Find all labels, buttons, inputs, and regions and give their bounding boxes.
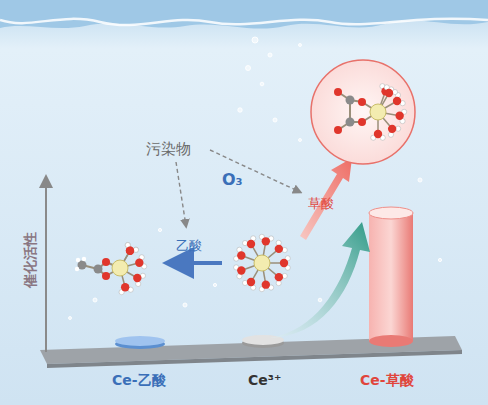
bubble — [299, 44, 302, 47]
oxygen-atom — [395, 112, 403, 120]
bubble — [213, 283, 216, 286]
bubble — [273, 118, 277, 122]
oxygen-atom — [126, 246, 134, 254]
hydrogen-atom — [136, 281, 141, 286]
oxygen-atom — [262, 280, 270, 288]
bubble — [252, 37, 258, 43]
bubble — [158, 228, 161, 231]
atom — [346, 96, 355, 105]
cerium-atom — [254, 255, 270, 271]
atom — [102, 258, 110, 266]
oxygen-atom — [275, 245, 283, 253]
atom — [102, 272, 110, 280]
atom — [358, 118, 366, 126]
atom — [82, 257, 86, 261]
bubble — [238, 108, 242, 112]
atom — [334, 126, 342, 134]
atom — [358, 98, 366, 106]
bubble — [268, 53, 272, 57]
ozone-label: O₃ — [222, 170, 243, 189]
oxygen-atom — [237, 266, 245, 274]
cerium-atom — [112, 260, 128, 276]
bubble — [93, 298, 97, 302]
oxygen-atom — [133, 274, 141, 282]
oxygen-atom — [135, 259, 143, 267]
oxygen-atom — [385, 89, 393, 97]
hydrogen-atom — [133, 247, 138, 252]
oxygen-atom — [121, 283, 129, 291]
bubble — [69, 317, 72, 320]
oxygen-atom — [247, 278, 255, 286]
hydrogen-atom — [133, 247, 138, 252]
cerium-atom — [370, 104, 386, 120]
bubble — [318, 298, 322, 302]
oxygen-atom — [374, 130, 382, 138]
category-label: Ce-乙酸 — [112, 372, 166, 389]
acetic-acid-label: 乙酸 — [176, 238, 202, 254]
bubble — [438, 258, 441, 261]
oxygen-atom — [388, 125, 396, 133]
molecules — [75, 84, 407, 295]
oxygen-atom — [247, 240, 255, 248]
axis-title: 催化活性 — [22, 232, 39, 288]
oxygen-atom — [262, 237, 270, 245]
bubble — [299, 139, 302, 142]
category-label: Ce³⁺ — [248, 372, 281, 389]
atom — [75, 267, 79, 271]
atom — [76, 258, 80, 262]
atom — [94, 265, 103, 274]
bubble — [183, 303, 187, 307]
atom — [346, 118, 355, 127]
bubbles — [69, 37, 442, 320]
hydrogen-atom — [242, 240, 247, 245]
oxygen-atom — [393, 97, 401, 105]
oxalic-acid-label: 草酸 — [308, 196, 334, 212]
oxygen-atom — [237, 251, 245, 259]
pollutant-label: 污染物 — [146, 140, 191, 158]
oxygen-atom — [280, 259, 288, 267]
bubble — [260, 82, 264, 86]
atom — [334, 88, 342, 96]
oxygen-atom — [275, 273, 283, 281]
hydrogen-atom — [392, 89, 397, 94]
bubble — [246, 66, 251, 71]
category-label: Ce-草酸 — [360, 372, 414, 389]
bubble — [418, 178, 422, 182]
oxygen-atom — [126, 246, 134, 254]
hydrogen-atom — [242, 280, 247, 285]
